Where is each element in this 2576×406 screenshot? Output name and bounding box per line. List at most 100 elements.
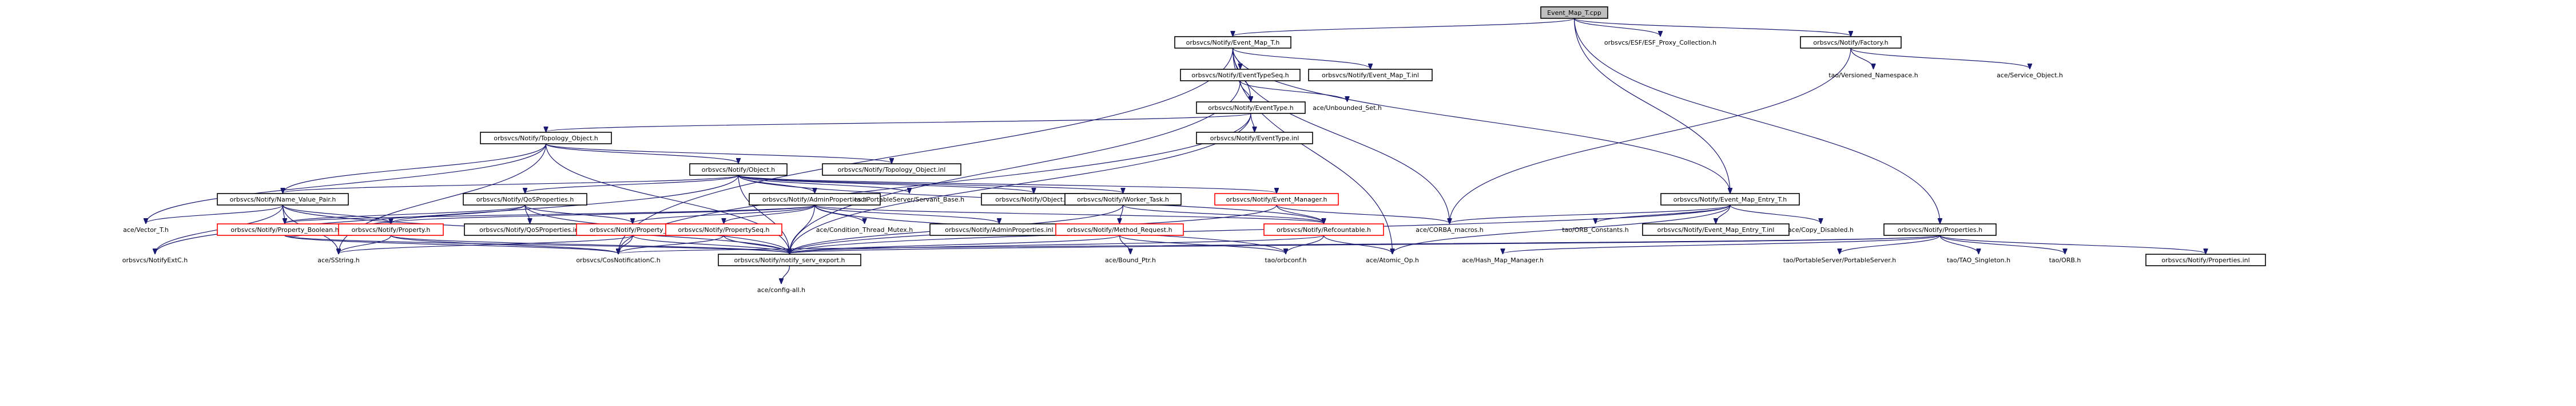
graph-node-et-inl[interactable]: orbsvcs/Notify/EventType.inl	[1196, 132, 1313, 144]
graph-node-etseq-h[interactable]: orbsvcs/Notify/EventTypeSeq.h	[1180, 69, 1301, 81]
graph-node-admin-inl[interactable]: orbsvcs/Notify/AdminProperties.inl	[929, 223, 1069, 236]
graph-node-topo-inl[interactable]: orbsvcs/Notify/Topology_Object.inl	[822, 163, 961, 176]
node-label: orbsvcs/Notify/Property.h	[352, 226, 431, 234]
graph-node-exc-h: orbsvcs/NotifyExtC.h	[122, 257, 188, 264]
node-label: orbsvcs/CosNotificationC.h	[576, 257, 660, 264]
graph-node-svcobj-h: ace/Service_Object.h	[1997, 72, 2063, 79]
node-box	[718, 254, 861, 266]
node-label: orbsvcs/Notify/AdminProperties.inl	[945, 226, 1053, 234]
graph-node-factory-h[interactable]: orbsvcs/Notify/Factory.h	[1800, 36, 1902, 49]
graph-node-wt-h[interactable]: orbsvcs/Notify/Worker_Task.h	[1064, 193, 1182, 206]
node-label: orbsvcs/Notify/AdminProperties.h	[762, 196, 867, 203]
graph-node-tao-single: tao/TAO_Singleton.h	[1947, 257, 2010, 264]
graph-node-props-h[interactable]: orbsvcs/Notify/Properties.h	[1883, 223, 1997, 236]
graph-node-emt-h[interactable]: orbsvcs/Notify/Event_Map_T.h	[1174, 36, 1291, 49]
graph-node-et-h[interactable]: orbsvcs/Notify/EventType.h	[1196, 101, 1306, 114]
edge-root-to-factory-h	[1573, 18, 1851, 36]
graph-node-evm-h[interactable]: orbsvcs/Notify/Event_Manager.h	[1214, 193, 1339, 206]
edge-admin-h-to-propt-h	[633, 204, 816, 223]
graph-node-pb-h[interactable]: orbsvcs/Notify/Property_Boolean.h	[217, 223, 353, 236]
edge-mr-h-to-bound-ptr	[1119, 235, 1131, 254]
graph-node-propseq-h[interactable]: orbsvcs/Notify/PropertySeq.h	[665, 223, 782, 236]
graph-node-admin-h[interactable]: orbsvcs/Notify/AdminProperties.h	[749, 193, 881, 206]
graph-node-refc-h[interactable]: orbsvcs/Notify/Refcountable.h	[1263, 223, 1384, 236]
graph-node-qos-h[interactable]: orbsvcs/Notify/QoSProperties.h	[463, 193, 587, 206]
edge-propt-h-to-sstring-h	[339, 235, 633, 254]
edge-etseq-h-to-et-h	[1239, 80, 1251, 101]
node-label: ace/Unbounded_Set.h	[1313, 104, 1382, 112]
graph-node-orb-h: tao/ORB.h	[2049, 257, 2081, 264]
edge-props-h-to-ps-server	[1840, 235, 1941, 254]
node-label: orbsvcs/ESF/ESF_Proxy_Collection.h	[1604, 39, 1716, 46]
edge-props-h-to-orb-h	[1939, 235, 2065, 254]
node-box	[217, 193, 349, 206]
edge-admin-h-to-pb-h	[285, 204, 816, 223]
edge-qos-h-to-propt-h	[524, 204, 633, 223]
node-label: tao/PortableServer/Servant_Base.h	[854, 196, 964, 203]
node-label: orbsvcs/Notify/Topology_Object.h	[494, 135, 598, 142]
edge-export-h-to-config-all	[781, 265, 790, 283]
edge-pb-h-to-export-h	[284, 235, 790, 254]
edge-admin-h-to-export-h	[790, 204, 816, 254]
node-label: orbsvcs/Notify/EventTypeSeq.h	[1191, 72, 1289, 79]
node-label: ace/Copy_Disabled.h	[1788, 226, 1854, 234]
edge-nvp-h-to-prop-h	[282, 204, 391, 223]
node-label: Event_Map_T.cpp	[1547, 9, 1601, 17]
edge-mr-h-to-orbconf-h	[1119, 235, 1286, 254]
node-label: orbsvcs/Notify/Event_Manager.h	[1226, 196, 1327, 203]
node-label: orbsvcs/Notify/Object.inl	[995, 196, 1072, 203]
edge-obj-h-to-qos-h	[525, 175, 739, 193]
edge-admin-h-to-refc-h	[814, 204, 1324, 223]
graph-node-props-inl[interactable]: orbsvcs/Notify/Properties.inl	[2145, 254, 2266, 266]
node-box	[1642, 223, 1790, 236]
graph-node-export-h[interactable]: orbsvcs/Notify/notify_serv_export.h	[718, 254, 861, 266]
graph-node-emet-inl[interactable]: orbsvcs/Notify/Event_Map_Entry_T.inl	[1642, 223, 1790, 236]
edge-propt-h-to-export-h	[632, 235, 790, 254]
graph-node-prop-h[interactable]: orbsvcs/Notify/Property.h	[338, 223, 444, 236]
edge-admin-h-to-prop-h	[391, 204, 816, 223]
node-box	[1660, 193, 1800, 206]
graph-node-ps-server: tao/PortableServer/PortableServer.h	[1783, 257, 1897, 264]
node-label: orbsvcs/Notify/Refcountable.h	[1277, 226, 1371, 234]
graph-node-orb-const: tao/ORB_Constants.h	[1562, 226, 1629, 234]
graph-node-emet-h[interactable]: orbsvcs/Notify/Event_Map_Entry_T.h	[1660, 193, 1800, 206]
edge-obj-h-to-wt-h	[738, 175, 1123, 193]
node-label: ace/Bound_Ptr.h	[1105, 257, 1156, 264]
graph-node-orbconf-h: tao/orbconf.h	[1265, 257, 1306, 264]
node-label: orbsvcs/Notify/Method_Request.h	[1067, 226, 1172, 234]
graph-node-hmm-h: ace/Hash_Map_Manager.h	[1462, 257, 1544, 264]
edge-obj-h-to-psb-h	[738, 175, 909, 193]
graph-node-copy-dis: ace/Copy_Disabled.h	[1788, 226, 1854, 234]
graph-node-obj-h[interactable]: orbsvcs/Notify/Object.h	[689, 163, 788, 176]
node-box	[1196, 132, 1313, 144]
edge-root-to-esf-prox	[1573, 18, 1661, 36]
node-label: ace/Atomic_Op.h	[1366, 257, 1419, 264]
graph-node-propt-h[interactable]: orbsvcs/Notify/Property_T.h	[576, 223, 689, 236]
edge-layer	[146, 18, 2206, 283]
graph-node-topo-h[interactable]: orbsvcs/Notify/Topology_Object.h	[480, 132, 612, 144]
node-label: ace/config-all.h	[757, 286, 805, 294]
node-label: orbsvcs/Notify/notify_serv_export.h	[734, 257, 845, 264]
edge-topo-h-to-nvp-h	[283, 143, 547, 193]
edge-refc-h-to-export-h	[790, 235, 1325, 254]
graph-node-mr-h[interactable]: orbsvcs/Notify/Method_Request.h	[1055, 223, 1184, 236]
edge-root-to-emet-h	[1573, 18, 1731, 193]
node-box	[1174, 36, 1291, 49]
node-label: orbsvcs/Notify/Properties.inl	[2161, 257, 2249, 264]
edge-mr-h-to-export-h	[790, 235, 1120, 254]
node-label: ace/Condition_Thread_Mutex.h	[816, 226, 913, 234]
node-label: tao/ORB.h	[2049, 257, 2081, 264]
graph-node-atomic-op: ace/Atomic_Op.h	[1366, 257, 1419, 264]
edge-factory-h-to-corba-macros	[1450, 48, 1851, 223]
node-label: ace/CORBA_macros.h	[1416, 226, 1484, 234]
node-box	[1214, 193, 1339, 206]
node-box	[1055, 223, 1184, 236]
graph-node-qos-inl[interactable]: orbsvcs/Notify/QoSProperties.inl	[464, 223, 596, 236]
graph-node-emt-inl[interactable]: orbsvcs/Notify/Event_Map_T.inl	[1308, 69, 1433, 81]
graph-node-nvp-h[interactable]: orbsvcs/Notify/Name_Value_Pair.h	[217, 193, 349, 206]
node-label: orbsvcs/Notify/Event_Map_T.inl	[1322, 72, 1419, 79]
node-label: orbsvcs/Notify/EventType.h	[1208, 104, 1293, 112]
graph-node-root[interactable]: Event_Map_T.cpp	[1540, 6, 1608, 19]
node-label: tao/Versioned_Namespace.h	[1828, 72, 1918, 79]
